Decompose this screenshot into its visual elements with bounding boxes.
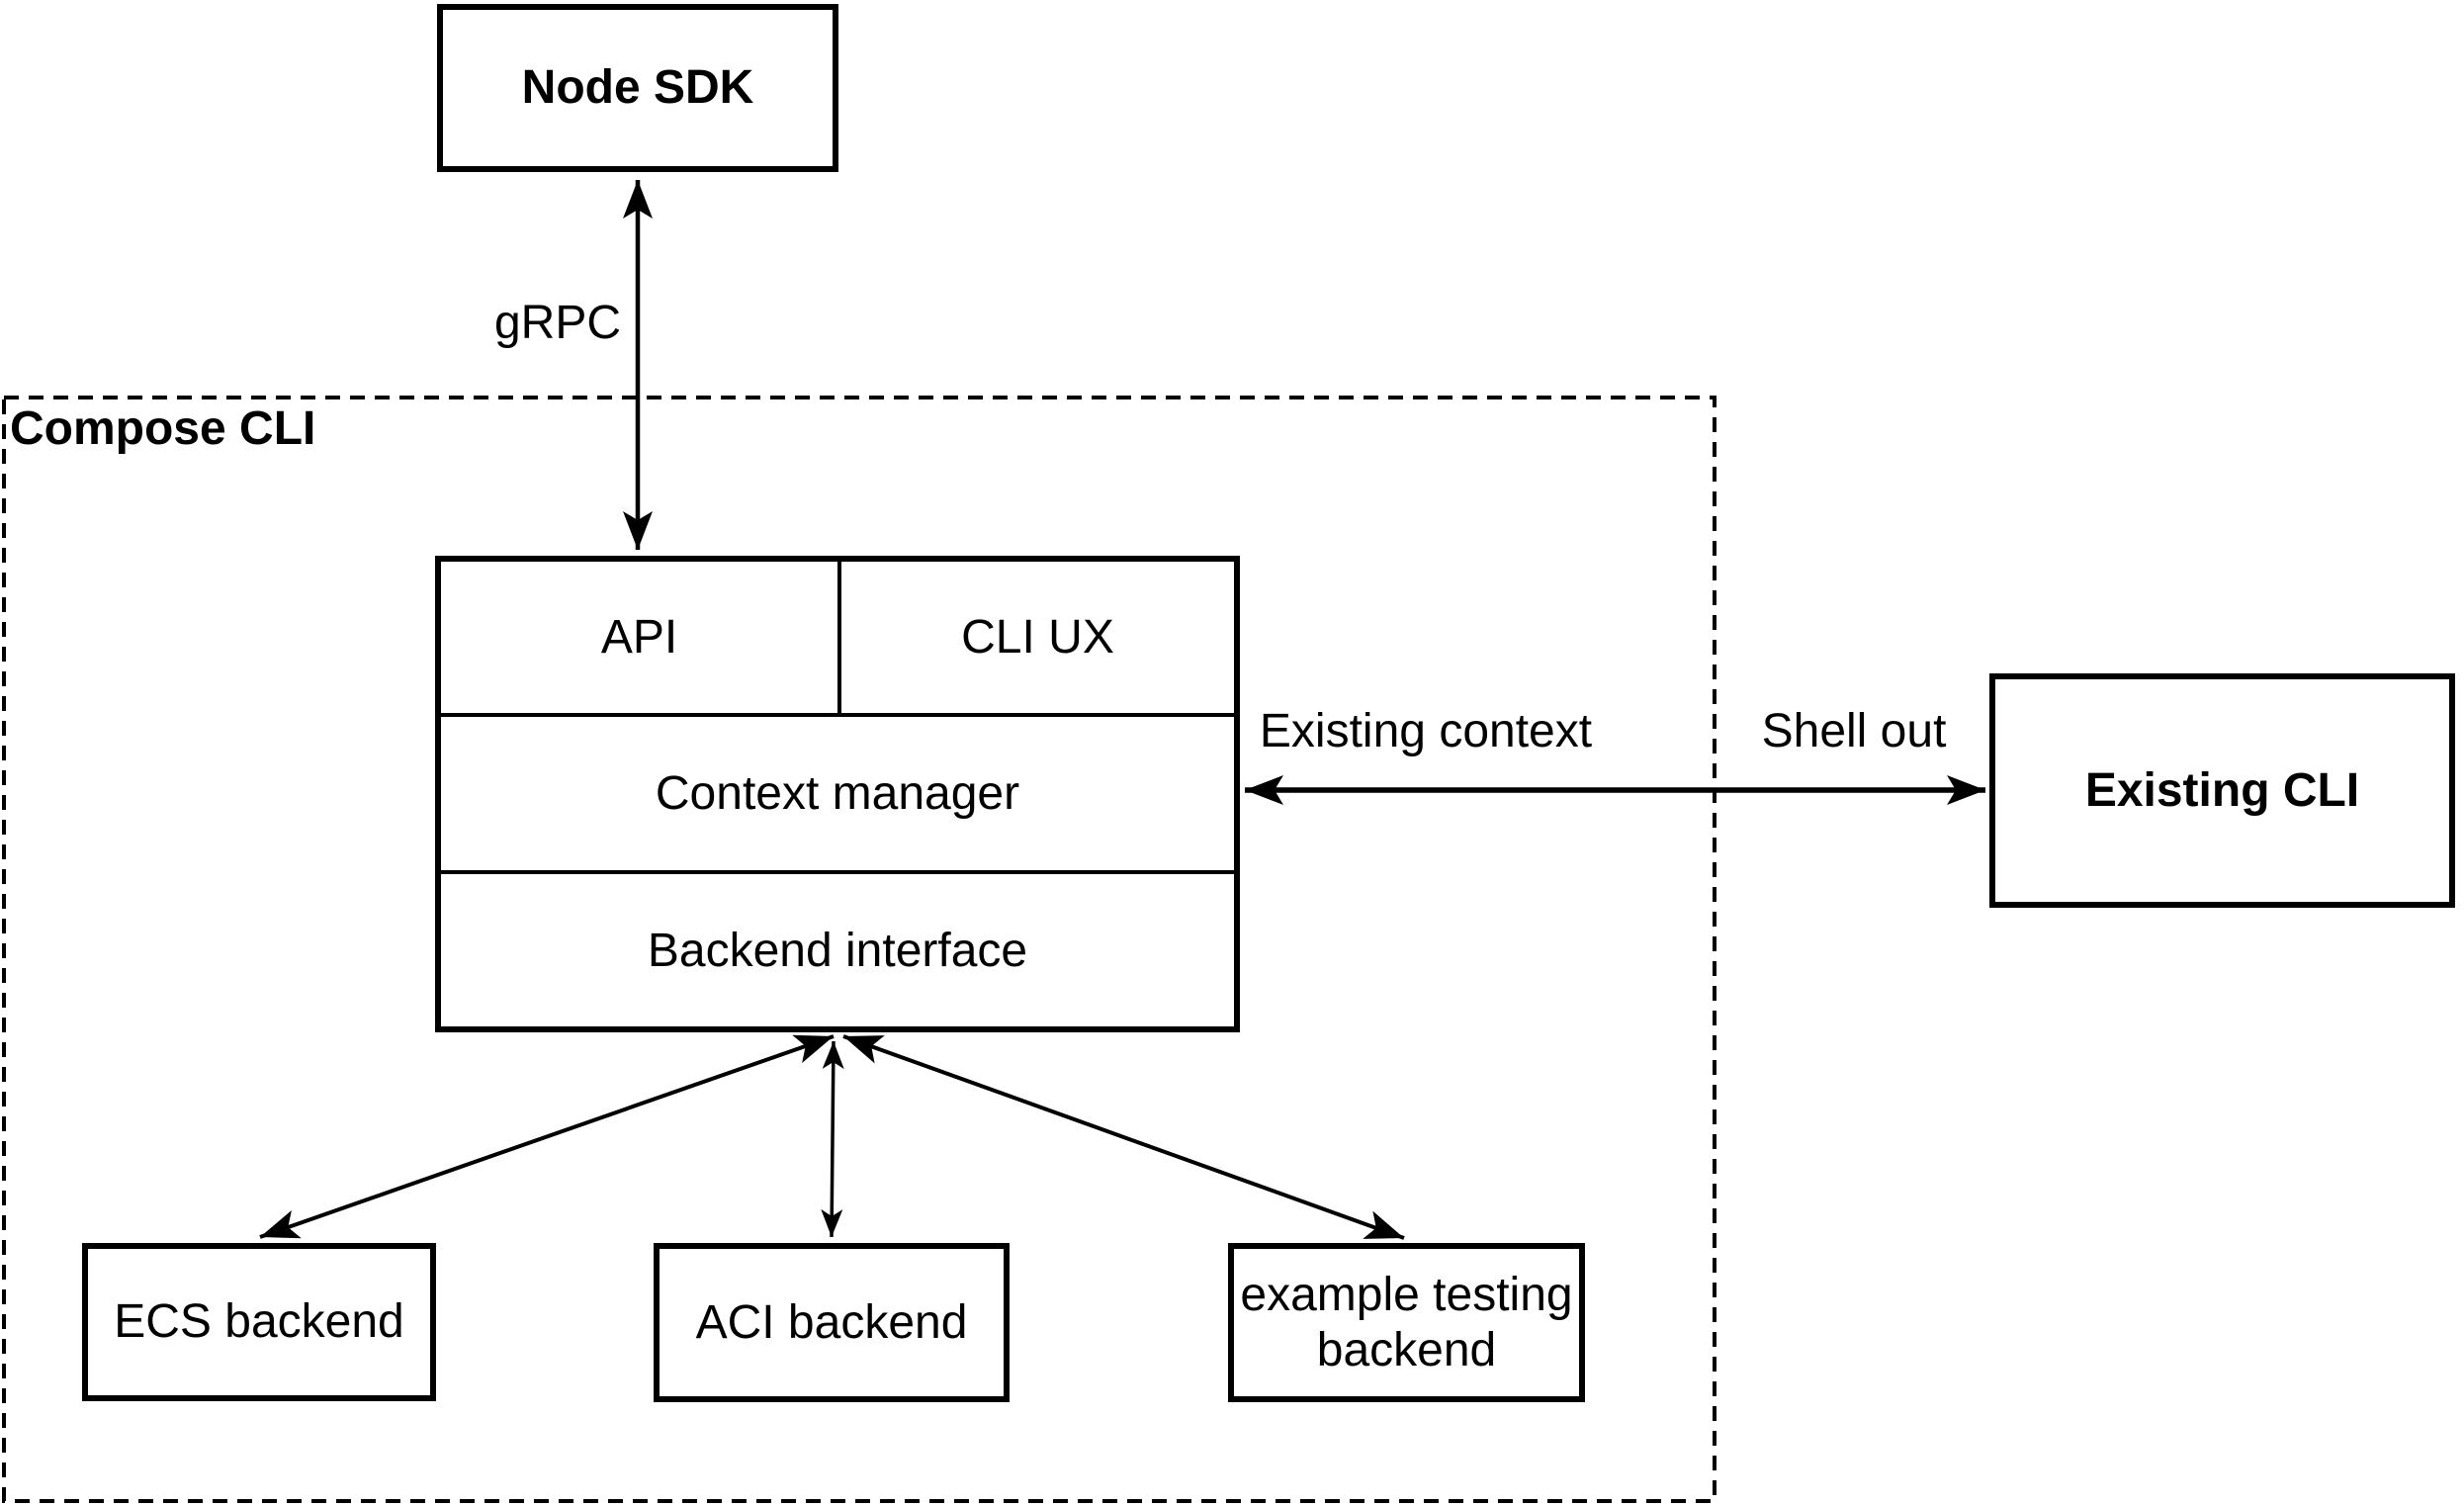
backend-ecs-arrow bbox=[259, 1034, 835, 1239]
example-testing-backend-label: example testing backend bbox=[1240, 1269, 1573, 1376]
existing-cli-box: Existing CLI bbox=[1989, 673, 2455, 908]
context-manager-label: Context manager bbox=[655, 767, 1020, 820]
cli-ux-cell: CLI UX bbox=[841, 562, 1234, 713]
api-cell: API bbox=[441, 562, 841, 713]
api-cliux-row: API CLI UX bbox=[441, 562, 1234, 717]
compose-cli-core-box: API CLI UX Context manager Backend inter… bbox=[435, 556, 1240, 1032]
existing-cli-label: Existing CLI bbox=[2084, 763, 2360, 817]
backend-example-arrow bbox=[842, 1034, 1405, 1240]
ecs-backend-box: ECS backend bbox=[82, 1243, 436, 1401]
ecs-backend-label: ECS backend bbox=[114, 1295, 404, 1349]
context-manager-cell: Context manager bbox=[441, 717, 1234, 874]
example-testing-backend-box: example testing backend bbox=[1228, 1243, 1585, 1402]
shell-out-edge-label: Shell out bbox=[1761, 705, 1947, 757]
backend-interface-cell: Backend interface bbox=[441, 874, 1234, 1026]
grpc-edge-label: gRPC bbox=[493, 297, 621, 349]
backend-interface-label: Backend interface bbox=[647, 924, 1028, 977]
cli-ux-label: CLI UX bbox=[961, 611, 1114, 664]
compose-cli-container-label: Compose CLI bbox=[10, 402, 316, 455]
aci-backend-label: ACI backend bbox=[695, 1295, 968, 1349]
api-label: API bbox=[600, 611, 678, 664]
existing-context-edge-label: Existing context bbox=[1259, 705, 1593, 757]
node-sdk-box: Node SDK bbox=[437, 4, 838, 172]
backend-aci-arrow bbox=[821, 1040, 844, 1238]
node-sdk-label: Node SDK bbox=[521, 61, 754, 115]
aci-backend-box: ACI backend bbox=[654, 1243, 1010, 1402]
